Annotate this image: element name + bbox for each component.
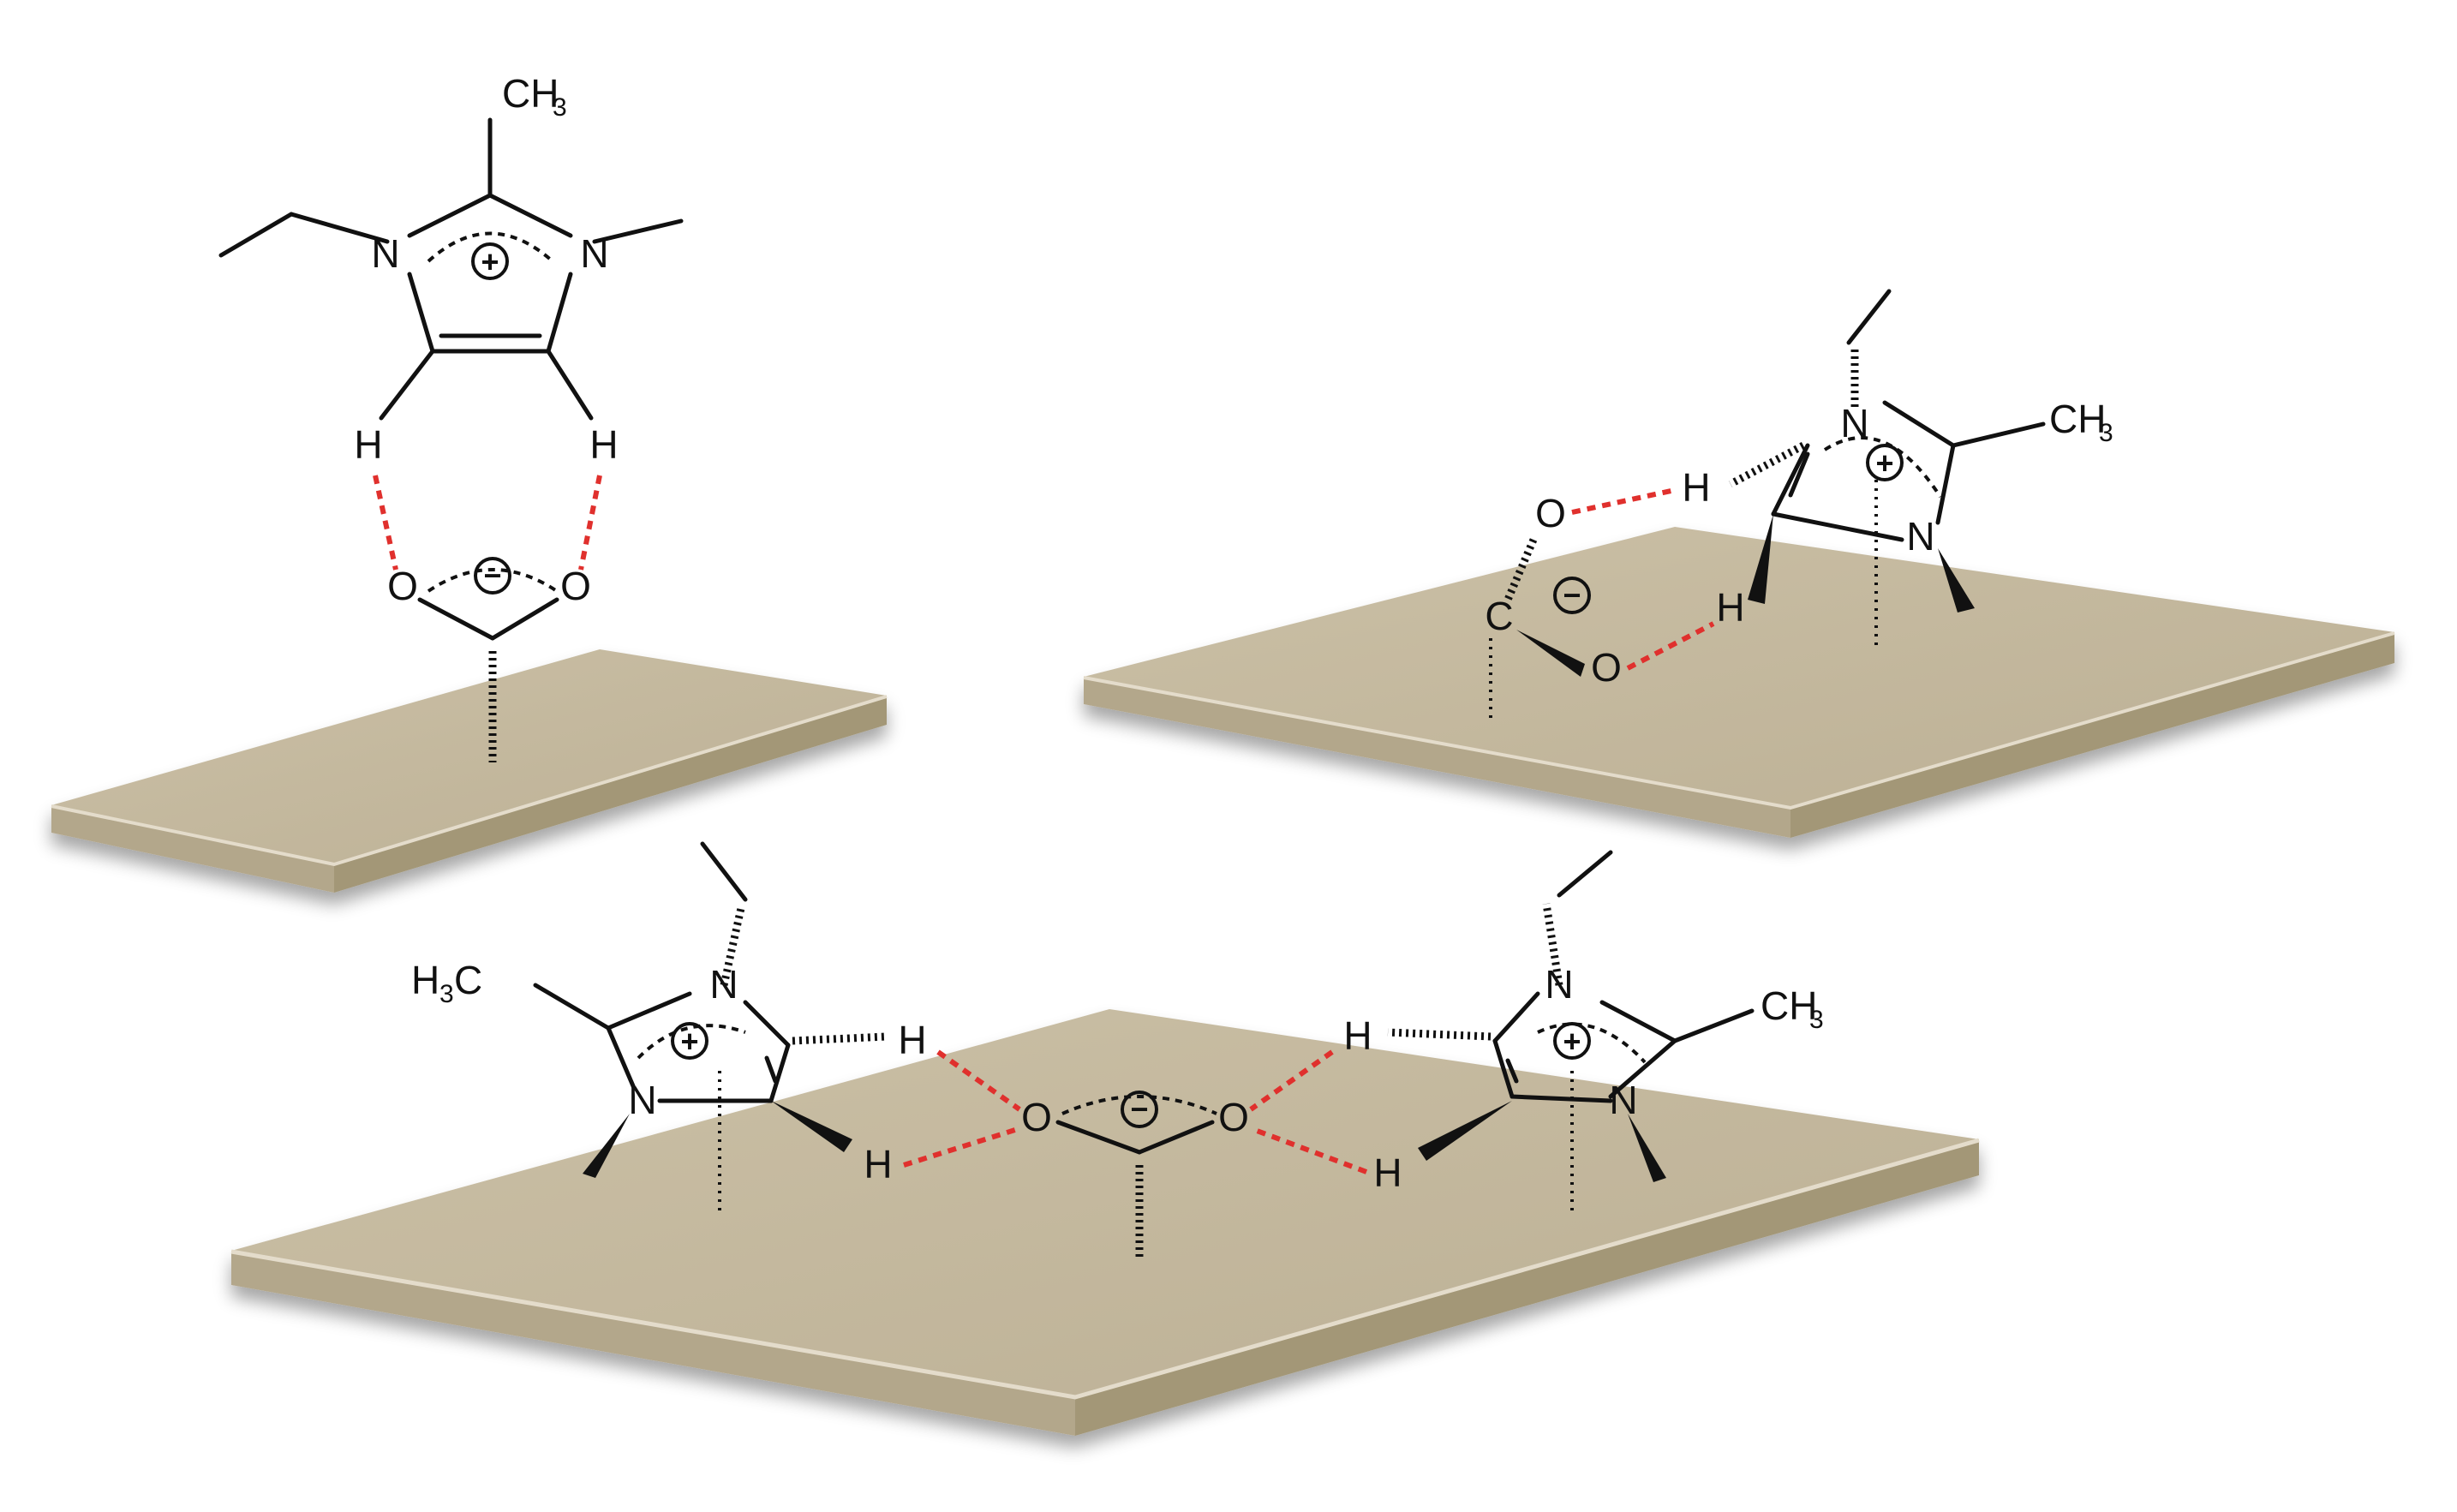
slab-top-face (51, 649, 887, 864)
atom-h-upper: H (1343, 1013, 1372, 1058)
wedge-bond (771, 1101, 852, 1152)
slab-edge-highlight (1083, 631, 2395, 810)
methyl-label-c: CH (1761, 983, 1817, 1028)
molecule-group-flat: N N CH 3 H H + O C O − (1485, 289, 2113, 724)
positive-charge-sign: + (1875, 445, 1893, 481)
imidazolium-ring-2 (1771, 289, 2046, 542)
surface-slab-top-right (1083, 527, 2395, 838)
positive-charge-icon (1866, 444, 1904, 481)
atom-h-upper: H (898, 1018, 926, 1062)
hydrogen-bond (1249, 1049, 1334, 1112)
molecule-group-pair: H 3 C N N H H + N N CH 3 H (411, 841, 1824, 1259)
atom-h-lower: H (1716, 585, 1744, 630)
atom-o-left: O (387, 564, 418, 608)
wedge-bond (1628, 1114, 1666, 1182)
atom-n1: N (1840, 401, 1868, 445)
methyl-label-h: H (411, 958, 439, 1002)
delocalization-arc (1823, 436, 1942, 499)
slab-top-face (231, 1009, 1979, 1396)
hydrogen-bond (578, 475, 602, 571)
methyl-label-subscript: 3 (439, 980, 454, 1008)
slab-front-face (1084, 677, 1790, 838)
methyl-label-subscript: 3 (553, 93, 567, 122)
atom-o-upper: O (1535, 491, 1566, 535)
methyl-label-c: CH (502, 71, 559, 116)
hashed-bond (792, 1032, 888, 1045)
methyl-label-subscript: 3 (2099, 419, 2113, 447)
acetate-center-delocalization (1061, 1095, 1217, 1115)
atom-o-left: O (1021, 1095, 1052, 1139)
wedge-bond (1748, 514, 1773, 604)
delocalization-arc (427, 231, 554, 263)
negative-charge-icon (474, 557, 511, 595)
slab-side-face (334, 696, 887, 893)
molecule-group-upright: N N CH 3 H H + O O − (218, 71, 684, 762)
methyl-label-subscript: 3 (1809, 1006, 1824, 1034)
hydrogen-bond (1571, 487, 1676, 515)
acetate-1-delocalization (427, 568, 559, 593)
positive-charge-sign: + (481, 244, 499, 279)
wedge-bond (1418, 1101, 1512, 1161)
delocalization-arc (1537, 1022, 1647, 1064)
negative-charge-icon (1121, 1091, 1158, 1128)
slab-edge-highlight (51, 695, 888, 867)
atom-c-acetate: C (1485, 594, 1513, 638)
positive-charge-sign: + (1563, 1024, 1581, 1059)
negative-charge-sign: − (1563, 577, 1581, 613)
methyl-label-c: C (454, 958, 482, 1002)
atom-n3: N (628, 1078, 656, 1122)
delocalization-arc (637, 1024, 746, 1060)
hashed-bond (1387, 1028, 1492, 1041)
atom-o-right: O (560, 564, 591, 608)
surface-slab-bottom (230, 1009, 1980, 1436)
negative-charge-sign: − (483, 558, 501, 593)
atom-n1: N (1545, 962, 1573, 1007)
atom-h-lower: H (1373, 1150, 1402, 1195)
imidazolium-ring-1 (218, 117, 684, 421)
negative-charge-sign: − (1130, 1091, 1148, 1127)
slab-front-face (231, 1251, 1075, 1436)
atom-h-upper: H (1682, 465, 1710, 510)
hydrogen-bond (1251, 1127, 1368, 1174)
acetate-1-bonds (417, 597, 559, 641)
positive-charge-icon (671, 1022, 708, 1060)
hydrogen-bond (373, 475, 398, 571)
imidazolium-ring-right (1492, 850, 1755, 1103)
atom-h-lower: H (864, 1142, 892, 1186)
acetate-center-bonds (1055, 1120, 1215, 1155)
positive-charge-icon (1553, 1022, 1591, 1060)
wedge-bond (1516, 630, 1585, 677)
slab-edge-highlight (230, 1138, 1980, 1400)
atom-n3: N (1609, 1078, 1637, 1122)
slab-side-face (1790, 632, 2394, 838)
atom-o-lower: O (1591, 645, 1622, 690)
negative-charge-icon (1553, 577, 1591, 614)
atom-n3: N (1906, 514, 1934, 559)
hashed-bond (1542, 903, 1563, 986)
imidazolium-ring-left (533, 841, 791, 1103)
positive-charge-sign: + (680, 1024, 698, 1059)
surface-slab-top-left (51, 649, 888, 893)
methyl-label-c: CH (2049, 397, 2106, 441)
wedge-bond (583, 1114, 630, 1178)
atom-o-right: O (1218, 1095, 1249, 1139)
hydrogen-bond (936, 1049, 1021, 1112)
positive-charge-icon (471, 242, 509, 280)
hashed-bond (1728, 442, 1806, 487)
hydrogen-bond (1626, 621, 1715, 671)
slab-top-face (1084, 527, 2394, 807)
wedge-bond (1938, 548, 1975, 613)
atom-n3: N (580, 231, 608, 276)
atom-n1: N (709, 962, 738, 1007)
hydrogen-bond (903, 1127, 1019, 1168)
slab-front-face (51, 805, 334, 893)
atom-h-right: H (589, 422, 618, 467)
atom-h-left: H (354, 422, 382, 467)
atom-n1: N (371, 231, 399, 276)
slab-side-face (1075, 1139, 1979, 1436)
